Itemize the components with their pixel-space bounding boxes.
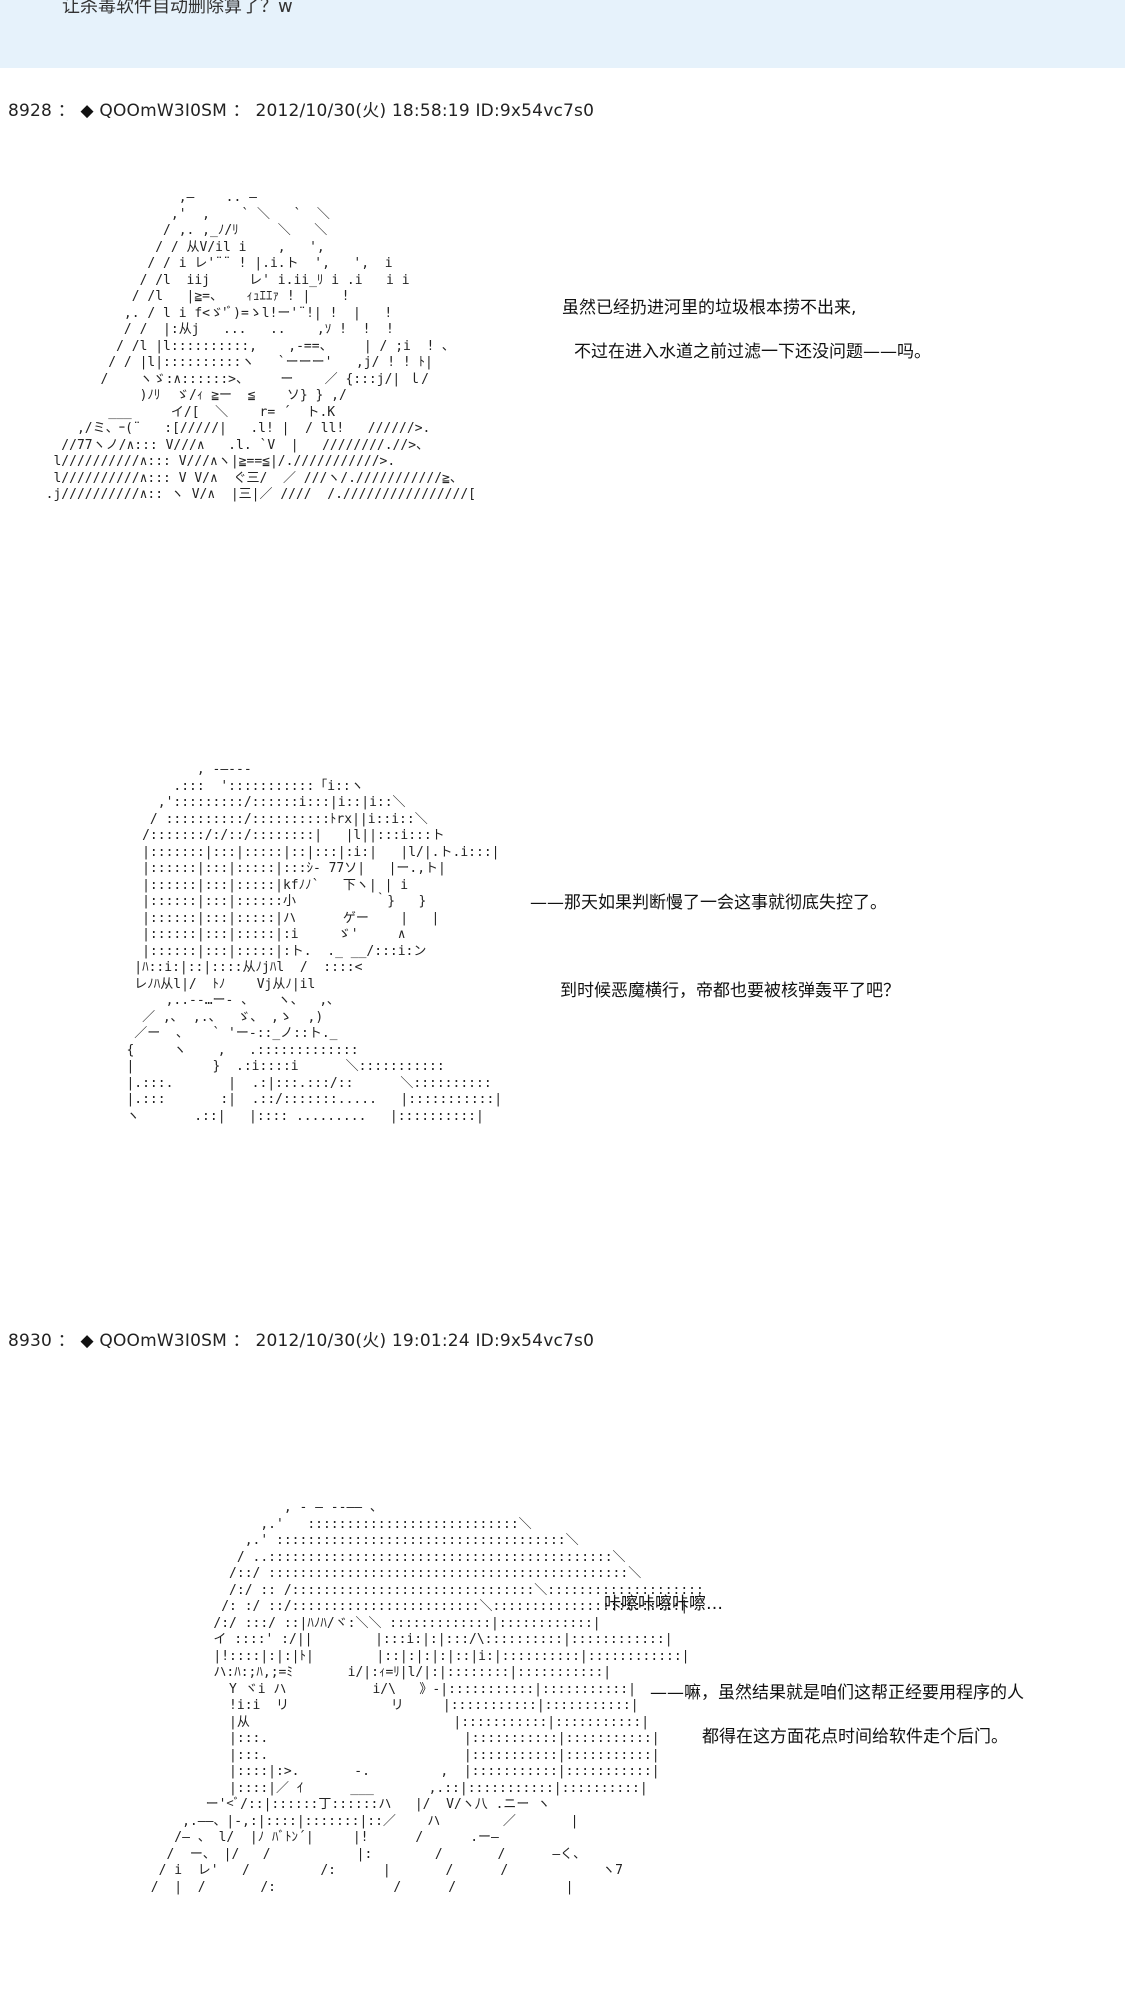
post-header-8928: 8928 ： ◆ QOOmW3I0SM ： 2012/10/30(火) 18:5… <box>8 96 594 121</box>
post-trip: QOOmW3I0SM <box>99 101 228 121</box>
previous-post-text: 让杀毒软件自动删除算了？w <box>62 0 293 17</box>
previous-post-footer: 让杀毒软件自动删除算了？w <box>0 0 1125 68</box>
ascii-art-character-2: , -―‐‐- .::: ':::::::::::「i::ヽ ,':::::::… <box>126 762 503 1124</box>
post-id: ID:9x54vc7s0 <box>475 1331 595 1351</box>
ascii-art-character-3: , - ― -‐―― 、 ,.' :::::::::::::::::::::::… <box>150 1500 704 1895</box>
post-header-8930: 8930 ： ◆ QOOmW3I0SM ： 2012/10/30(火) 19:0… <box>8 1326 594 1351</box>
post-datetime: 2012/10/30(火) 19:01:24 <box>255 1331 470 1351</box>
post-separator: ： <box>57 101 75 121</box>
dialogue-line: 到时候恶魔横行，帝都也要被核弹轰平了吧？ <box>560 981 900 1001</box>
post-number[interactable]: 8930 <box>8 1331 53 1351</box>
post-datetime: 2012/10/30(火) 18:58:19 <box>255 101 470 121</box>
dialogue-line: ——嘛，虽然结果就是咱们这帮正经要用程序的人 <box>650 1683 1024 1703</box>
post-separator-2: ： <box>232 101 250 121</box>
ascii-art-character-1: ,— .. — ,' , ` ＼ ` ＼ / ,. ,_ﾉ/ﾘ ＼ ＼ / / … <box>45 190 476 502</box>
post-trip: QOOmW3I0SM <box>99 1331 228 1351</box>
dialogue-line: 都得在这方面花点时间给软件走个后门。 <box>702 1727 1008 1747</box>
dialogue-line: 咔嚓咔嚓咔嚓… <box>604 1594 723 1614</box>
post-separator-2: ： <box>232 1331 250 1351</box>
post-separator: ： <box>57 1331 75 1351</box>
post-id: ID:9x54vc7s0 <box>475 101 595 121</box>
trip-diamond-icon: ◆ <box>80 101 94 121</box>
post-number[interactable]: 8928 <box>8 101 53 121</box>
dialogue-line: 虽然已经扔进河里的垃圾根本捞不出来, <box>562 298 857 318</box>
trip-diamond-icon: ◆ <box>80 1331 94 1351</box>
dialogue-line: ——那天如果判断慢了一会这事就彻底失控了。 <box>530 893 887 913</box>
dialogue-line: 不过在进入水道之前过滤一下还没问题——吗。 <box>574 342 931 362</box>
